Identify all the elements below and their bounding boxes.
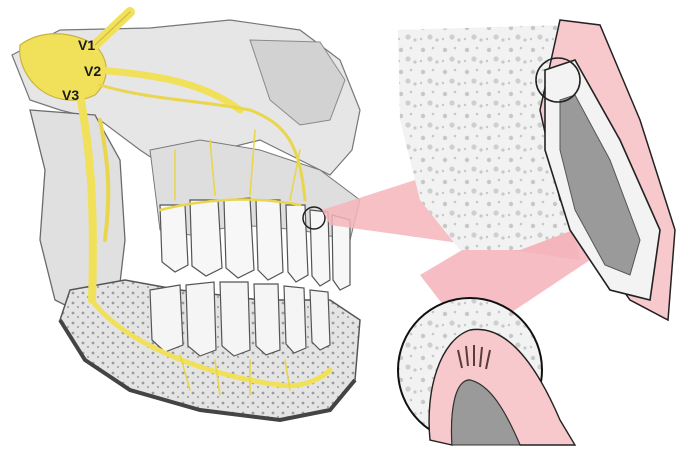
skull-jaw-illustration: V1 V2 V3 (12, 12, 360, 420)
label-v3: V3 (62, 87, 79, 103)
lower-teeth (150, 282, 330, 356)
label-v1: V1 (78, 37, 95, 53)
magnified-apex (398, 298, 575, 445)
label-v2: V2 (84, 63, 101, 79)
